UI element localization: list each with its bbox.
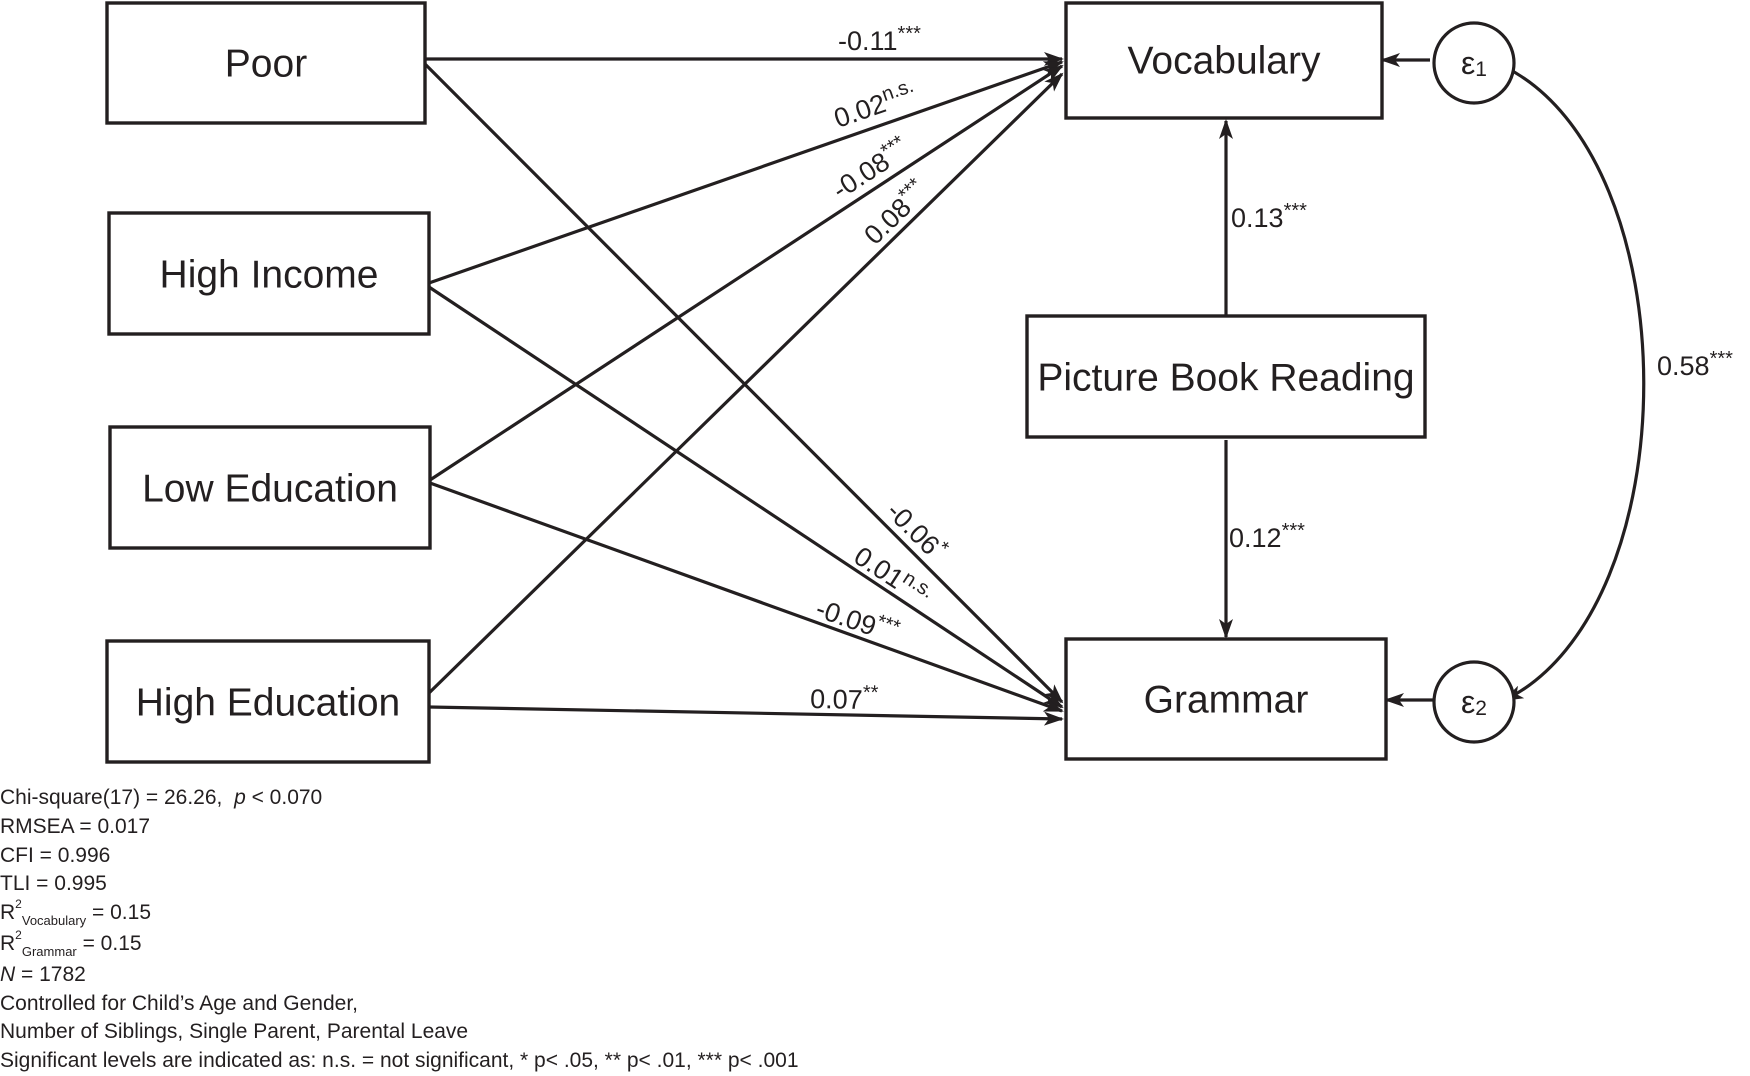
r2-vocabulary-value: = 0.15: [86, 901, 151, 925]
r2-grammar-power: 2: [15, 927, 22, 942]
tli-line: TLI = 0.995: [0, 872, 107, 896]
r2-grammar-value: = 0.15: [76, 931, 142, 955]
coef-low-education-grammar: -0.09***: [812, 590, 903, 649]
node-vocabulary-label: Vocabulary: [1128, 40, 1321, 83]
path-high-education-to-grammar: [428, 705, 1064, 726]
error-term-2: ε2: [1432, 660, 1516, 744]
path-residual-covariance: [1485, 52, 1646, 702]
path-high-income-to-vocabulary: [428, 60, 1064, 285]
r2-grammar-line: R2Grammar = 0.15: [0, 927, 980, 961]
controls-line-1: Controlled for Child’s Age and Gender,: [0, 991, 359, 1015]
path-low-education-to-vocabulary: [429, 64, 1064, 482]
node-low-education: Low Education: [108, 425, 432, 550]
node-high-education-label: High Education: [136, 682, 401, 725]
path-low-education-to-grammar: [429, 481, 1064, 713]
controls-line-2: Number of Siblings, Single Parent, Paren…: [0, 1020, 469, 1044]
node-vocabulary: Vocabulary: [1064, 1, 1384, 120]
r2-vocabulary-power: 2: [15, 897, 22, 912]
node-grammar-label: Grammar: [1144, 679, 1309, 722]
node-grammar: Grammar: [1064, 637, 1388, 761]
node-poor: Poor: [105, 1, 427, 125]
coef-high-education-grammar: 0.07**: [810, 681, 879, 715]
rmsea-line: RMSEA = 0.017: [0, 814, 151, 838]
cfi-line: CFI = 0.996: [0, 843, 111, 867]
error-term-1-label: ε1: [1461, 45, 1487, 81]
node-high-education: High Education: [105, 639, 431, 764]
coef-reading-vocabulary: 0.13***: [1231, 200, 1307, 233]
coef-residual-covariance: 0.58***: [1657, 348, 1733, 381]
node-high-income: High Income: [107, 211, 431, 336]
sample-size-line: N = 1782: [0, 961, 980, 990]
significance-note: Significant levels are indicated as: n.s…: [0, 1049, 799, 1073]
error-term-2-label: ε2: [1461, 684, 1487, 720]
r2-grammar-subscript: Grammar: [21, 943, 77, 959]
node-high-income-label: High Income: [160, 254, 379, 297]
coef-poor-vocabulary: -0.11***: [838, 23, 921, 56]
r2-grammar-letter: R: [0, 931, 16, 955]
node-picture-book-reading-label: Picture Book Reading: [1037, 357, 1414, 400]
node-poor-label: Poor: [225, 43, 307, 86]
coef-reading-grammar: 0.12***: [1229, 520, 1305, 553]
n-symbol: N: [0, 962, 16, 986]
fit-statistics: Chi-square(17) = 26.26, p < 0.070 RMSEA …: [0, 784, 980, 1076]
coef-high-income-vocabulary: 0.02n.s.: [829, 75, 920, 134]
error-term-1: ε1: [1432, 21, 1516, 105]
r2-vocabulary-letter: R: [0, 901, 16, 925]
chi-square-line: Chi-square(17) = 26.26, p < 0.070: [0, 784, 980, 813]
node-picture-book-reading: Picture Book Reading: [1025, 314, 1427, 439]
path-high-income-to-grammar: [428, 285, 1064, 709]
path-poor-to-grammar: [423, 62, 1064, 704]
chi-square-p-value: < 0.070: [245, 786, 323, 809]
sample-size-value: = 1782: [15, 962, 86, 986]
r2-vocabulary-line: R2Vocabulary = 0.15: [0, 897, 980, 930]
r2-vocabulary-subscript: Vocabulary: [21, 913, 87, 929]
node-low-education-label: Low Education: [142, 468, 398, 511]
p-symbol: p: [234, 786, 246, 809]
chi-square-text: Chi-square(17) = 26.26,: [0, 786, 223, 809]
